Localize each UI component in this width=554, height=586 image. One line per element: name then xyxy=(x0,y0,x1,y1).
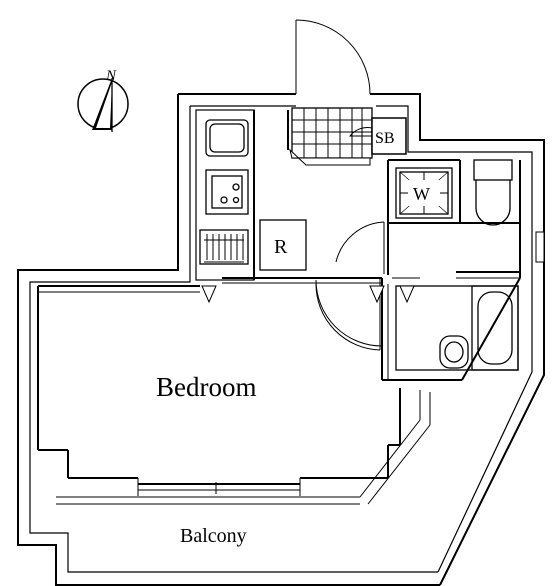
washbasin xyxy=(439,335,469,369)
north-compass: N xyxy=(77,68,129,132)
washer: W xyxy=(395,167,453,219)
interior-walls xyxy=(37,109,545,505)
refrigerator-label: R xyxy=(274,236,288,258)
refrigerator: R xyxy=(259,219,307,271)
bathroom-door xyxy=(335,221,385,274)
entrance-door xyxy=(295,19,376,95)
bedroom-window xyxy=(137,478,301,496)
bedroom-label: Bedroom xyxy=(156,372,257,402)
genkan-tile-floor xyxy=(289,107,373,166)
side-window xyxy=(535,231,545,263)
shoe-box: SB xyxy=(348,117,407,155)
bathtub xyxy=(471,285,519,371)
closet xyxy=(199,229,249,265)
washer-label: W xyxy=(413,184,430,204)
stove xyxy=(205,169,249,215)
kitchen xyxy=(199,119,249,265)
kitchen-sink xyxy=(205,119,249,157)
outer-wall xyxy=(17,93,545,586)
balcony-label: Balcony xyxy=(180,525,247,547)
north-label: N xyxy=(105,68,117,84)
toilet xyxy=(473,159,513,226)
bathroom xyxy=(395,285,519,371)
bedroom-door-marks xyxy=(201,279,415,347)
shoe-box-label: SB xyxy=(375,130,395,147)
